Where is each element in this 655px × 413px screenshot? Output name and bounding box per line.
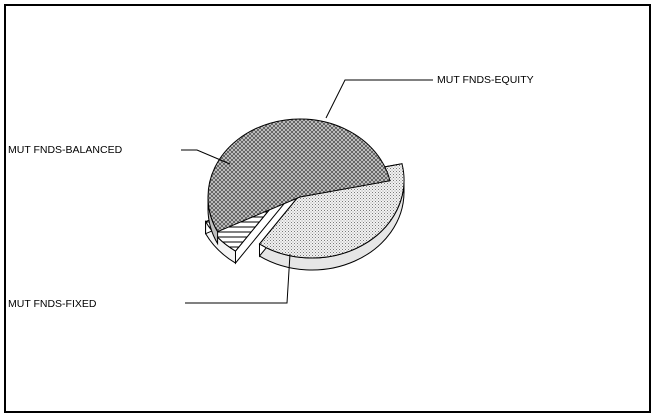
slice-label: MUT FNDS-BALANCED	[8, 144, 123, 156]
pie-slices	[204, 118, 405, 271]
pie-slice-mut-fnds-fixed	[207, 118, 391, 246]
leader-line	[181, 149, 231, 165]
pie-labels: MUT FNDS-EQUITY MUT FNDS-BALANCED MUT FNDS…	[8, 74, 534, 310]
pie-slice-top	[207, 118, 391, 233]
slice-label: MUT FNDS-FIXED	[8, 298, 97, 310]
leader-line	[325, 79, 433, 119]
leader-line	[185, 253, 291, 304]
pie-slice-top	[258, 163, 405, 259]
slice-label: MUT FNDS-EQUITY	[437, 74, 534, 86]
